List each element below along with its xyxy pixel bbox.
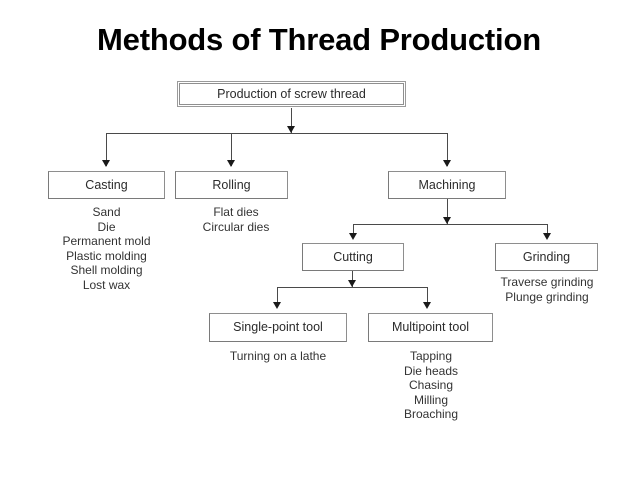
list-multipoint-tool: Tapping Die heads Chasing Milling Broach… [370, 349, 492, 422]
node-grinding[interactable]: Grinding [495, 243, 598, 271]
list-item: Traverse grinding [500, 275, 594, 289]
node-single-point-tool[interactable]: Single-point tool [209, 313, 347, 342]
arrow-casting [102, 160, 110, 167]
connector-drop-casting [106, 133, 107, 166]
page-title: Methods of Thread Production [97, 22, 541, 57]
node-label: Machining [418, 177, 476, 192]
node-casting[interactable]: Casting [48, 171, 165, 199]
node-label: Single-point tool [233, 320, 323, 335]
list-item: Flat dies [213, 205, 259, 219]
list-item: Milling [413, 392, 448, 407]
connector-drop-grinding [547, 224, 548, 238]
node-production-of-screw-thread[interactable]: Production of screw thread [176, 80, 407, 108]
connector-bus-level4 [277, 287, 427, 288]
node-label: Casting [85, 177, 128, 192]
connector-drop-multipoint-tool [427, 287, 428, 306]
list-item: Turning on a lathe [229, 349, 327, 363]
arrow-root-stem [287, 126, 295, 133]
list-item: Plastic molding [66, 248, 147, 263]
connector-bus-level2 [106, 133, 447, 134]
arrow-multipoint-tool [423, 302, 431, 309]
list-item: Shell molding [70, 263, 143, 278]
list-rolling: Flat dies Circular dies [180, 205, 292, 234]
arrow-machining [443, 160, 451, 167]
connector-drop-machining [447, 133, 448, 166]
arrow-cutting-stem [348, 280, 356, 287]
connector-cutting-stem [352, 271, 353, 287]
connector-root-stem [291, 108, 292, 133]
list-item: Lost wax [82, 277, 131, 292]
list-item: Die [97, 219, 116, 234]
arrow-single-point-tool [273, 302, 281, 309]
arrow-rolling [227, 160, 235, 167]
node-multipoint-tool[interactable]: Multipoint tool [368, 313, 493, 342]
connector-machining-stem [447, 199, 448, 224]
connector-drop-rolling [231, 133, 232, 166]
list-item: Permanent mold [62, 234, 151, 249]
list-item: Tapping [409, 349, 453, 363]
node-cutting[interactable]: Cutting [302, 243, 404, 271]
node-label: Multipoint tool [391, 320, 470, 335]
list-single-point-tool: Turning on a lathe [208, 349, 348, 364]
arrow-grinding [543, 233, 551, 240]
connector-drop-cutting [353, 224, 354, 238]
node-label: Grinding [522, 249, 571, 264]
node-label: Cutting [333, 249, 373, 264]
arrow-machining-stem [443, 217, 451, 224]
list-item: Die heads [403, 363, 459, 378]
list-item: Plunge grinding [505, 289, 589, 304]
list-grinding: Traverse grinding Plunge grinding [487, 275, 607, 304]
arrow-cutting [349, 233, 357, 240]
connector-drop-single-point-tool [277, 287, 278, 306]
node-label: Production of screw thread [217, 86, 366, 101]
connector-bus-level3 [353, 224, 548, 225]
node-rolling[interactable]: Rolling [175, 171, 288, 199]
node-label: Rolling [212, 177, 251, 192]
list-item: Circular dies [202, 219, 270, 234]
list-item: Broaching [403, 407, 459, 422]
list-casting: Sand Die Permanent mold Plastic molding … [36, 205, 177, 293]
list-item: Sand [92, 205, 121, 219]
node-machining[interactable]: Machining [388, 171, 506, 199]
list-item: Chasing [408, 378, 454, 393]
